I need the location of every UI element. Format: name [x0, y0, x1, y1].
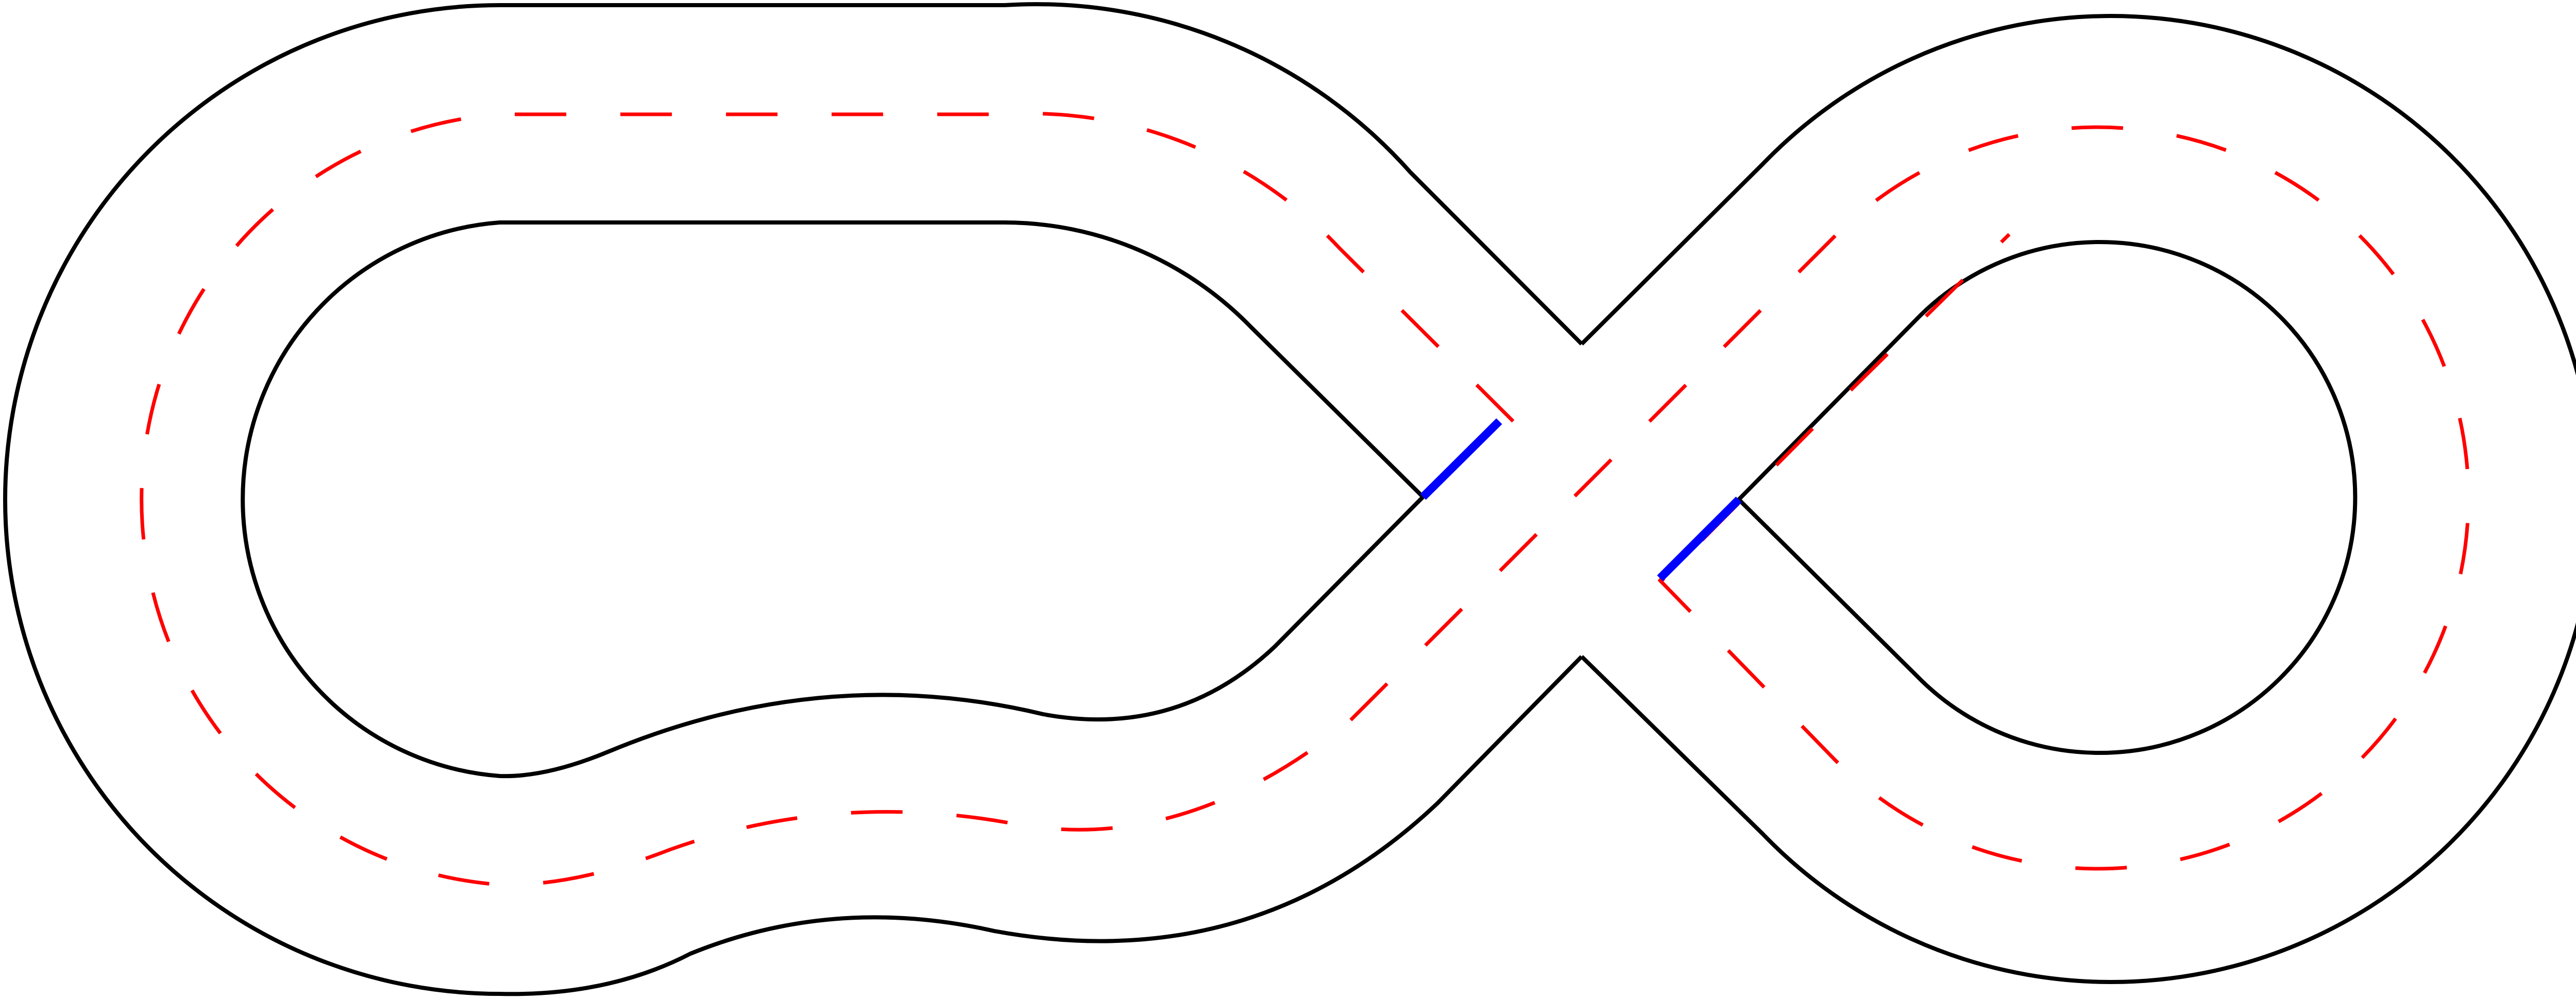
start-marker-left — [1420, 418, 1502, 500]
inner-right-edge — [1737, 240, 2358, 755]
inner-left-edge — [241, 220, 1425, 779]
outer-right-edge — [1580, 14, 2576, 984]
start-marker-right — [1657, 496, 1742, 581]
dashed-centerline — [140, 112, 2470, 887]
outer-left-edge — [3, 2, 1583, 996]
